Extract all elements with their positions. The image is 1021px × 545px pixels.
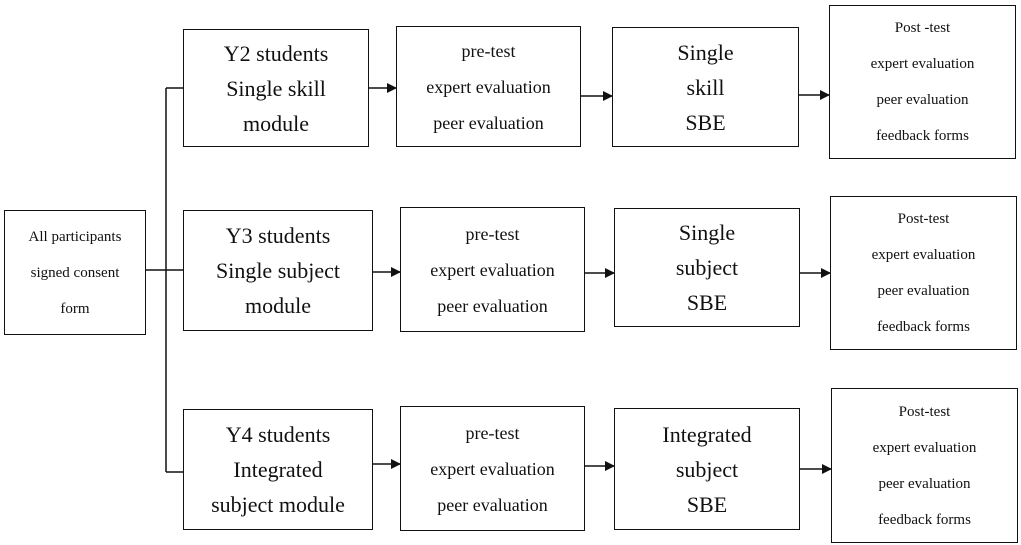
pretest-box-row1: pre-test expert evaluation peer evaluati… [396, 26, 581, 147]
sbe-line: subject [675, 456, 739, 482]
pretest-line: expert evaluation [426, 76, 551, 97]
posttest-line: Post -test [894, 20, 951, 36]
posttest-line: feedback forms [878, 511, 971, 528]
sbe-box-row2: Single subject SBE [614, 208, 800, 327]
posttest-line: Post-test [898, 403, 951, 420]
group-box-y3: Y3 students Single subject module [183, 210, 373, 331]
posttest-line: expert evaluation [871, 247, 976, 263]
posttest-line: feedback forms [876, 128, 969, 144]
group-box-y4: Y4 students Integrated subject module [183, 409, 373, 530]
group-line: subject module [211, 492, 345, 517]
pretest-line: expert evaluation [430, 259, 555, 280]
group-line: Single subject [215, 258, 341, 283]
posttest-box-row3: Post-test expert evaluation peer evaluat… [831, 388, 1018, 543]
pretest-line: peer evaluation [433, 112, 544, 133]
posttest-line: peer evaluation [877, 283, 970, 299]
group-box-y2: Y2 students Single skill module [183, 29, 369, 147]
group-line: Y4 students [225, 422, 331, 447]
sbe-line: Single [677, 39, 734, 65]
posttest-box-row2: Post-test expert evaluation peer evaluat… [830, 196, 1017, 350]
start-line: All participants [28, 228, 122, 245]
pretest-line: expert evaluation [430, 458, 555, 479]
sbe-line: SBE [686, 491, 728, 517]
pretest-line: pre-test [461, 40, 516, 61]
pretest-line: peer evaluation [437, 494, 548, 515]
group-line: module [245, 293, 311, 318]
posttest-line: peer evaluation [878, 475, 971, 492]
sbe-line: SBE [686, 290, 728, 315]
sbe-line: SBE [685, 109, 726, 135]
sbe-line: Single [678, 220, 736, 245]
pretest-line: peer evaluation [437, 295, 548, 316]
group-line: Y3 students [225, 223, 331, 248]
posttest-line: expert evaluation [870, 56, 975, 72]
posttest-box-row1: Post -test expert evaluation peer evalua… [829, 5, 1016, 159]
pretest-box-row3: pre-test expert evaluation peer evaluati… [400, 406, 585, 531]
posttest-line: Post-test [897, 211, 950, 227]
pretest-line: pre-test [465, 422, 520, 443]
group-line: module [243, 110, 309, 136]
sbe-line: subject [675, 255, 739, 280]
posttest-line: feedback forms [877, 319, 970, 335]
group-line: Single skill [226, 75, 326, 101]
pretest-line: pre-test [465, 223, 520, 244]
sbe-line: Integrated [662, 421, 752, 447]
start-line: signed consent [30, 264, 120, 281]
start-box: All participants signed consent form [4, 210, 146, 335]
group-line: Integrated [233, 457, 323, 482]
start-line: form [60, 300, 90, 317]
sbe-box-row3: Integrated subject SBE [614, 408, 800, 530]
sbe-line: skill [686, 74, 725, 100]
group-line: Y2 students [223, 40, 329, 66]
posttest-line: expert evaluation [872, 439, 977, 456]
pretest-box-row2: pre-test expert evaluation peer evaluati… [400, 207, 585, 332]
posttest-line: peer evaluation [876, 92, 969, 108]
sbe-box-row1: Single skill SBE [612, 27, 799, 147]
